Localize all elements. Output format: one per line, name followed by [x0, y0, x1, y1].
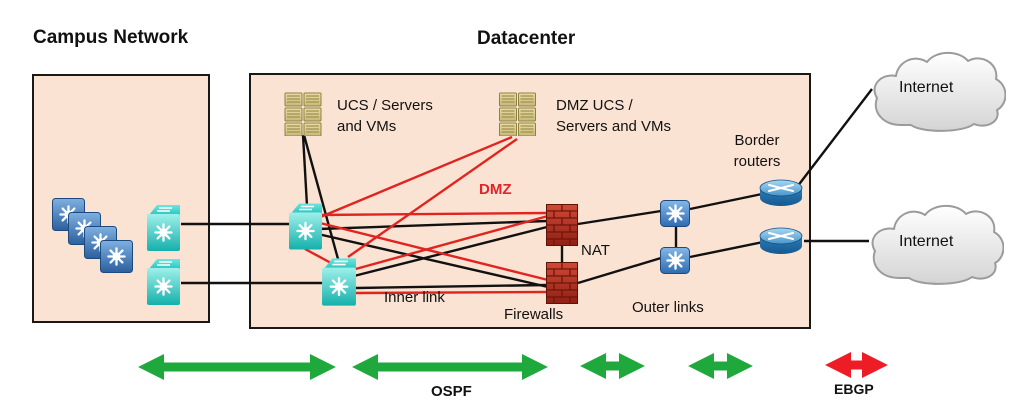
- inner-switch-icon-1: [288, 201, 323, 251]
- link-ucs-inner-sw1: [301, 134, 309, 207]
- firewall-icon-1: [546, 204, 578, 246]
- link-inner-sw2-firewall1: [353, 225, 548, 278]
- dmz-label: DMZ: [479, 181, 512, 198]
- link-firewall2-outer-sw2: [577, 256, 662, 285]
- dmz-servers-icon: [497, 92, 538, 137]
- border-routers-label-line1: Border: [734, 132, 780, 149]
- firewall-icon-2: [546, 262, 578, 304]
- outer-switch-icon-1: [660, 200, 690, 227]
- dmz-link-inner-sw1-firewall2: [315, 220, 549, 282]
- internet-top-label: Internet: [899, 79, 954, 96]
- dmz-link-inner-sw1-firewall1: [315, 211, 548, 217]
- link-firewall1-outer-sw1: [577, 209, 662, 226]
- nat-label: NAT: [581, 242, 610, 259]
- outer-links-label: Outer links: [632, 299, 704, 316]
- border-routers-label: Border routers: [722, 130, 792, 172]
- dmz-link-inner-sw2-firewall2: [355, 290, 549, 295]
- ebgp-label: EBGP: [834, 381, 874, 397]
- internet-cloud-bottom: [864, 200, 1005, 290]
- internet-cloud-top: [866, 47, 1007, 137]
- campus-core-switch-icon-2: [146, 257, 181, 306]
- link-inner-sw2-firewall2: [355, 283, 548, 290]
- internet-bottom-label: Internet: [899, 233, 954, 250]
- border-router-icon-1: [758, 178, 804, 208]
- dmz-link-inner-sw2-firewall1: [351, 214, 549, 272]
- firewalls-label: Firewalls: [504, 306, 564, 323]
- dmz-servers-label-line2: Servers and VMs: [556, 118, 672, 135]
- link-inner-sw1-firewall2: [317, 232, 549, 289]
- ucs-servers-icon: [284, 92, 322, 137]
- outer-switch-icon-2: [660, 247, 690, 274]
- inner-switch-icon-2: [321, 255, 357, 308]
- link-outer-sw1-border-router1: [689, 192, 763, 211]
- border-routers-label-line2: routers: [733, 153, 781, 170]
- ucs-servers-label-line2: and VMs: [337, 118, 397, 135]
- dmz-inner-link-sw1-sw2: [304, 247, 332, 265]
- dmz-servers-label: DMZ UCS / Servers and VMs: [556, 95, 671, 137]
- link-border-router1-internet-top: [796, 88, 873, 188]
- link-inner-sw1-firewall1: [317, 219, 548, 231]
- border-router-icon-2: [758, 226, 804, 256]
- link-outer-sw2-border-router2: [689, 240, 764, 259]
- campus-core-switch-icon-1: [146, 203, 181, 252]
- datacenter-title: Datacenter: [477, 28, 576, 49]
- ospf-label: OSPF: [431, 383, 472, 400]
- campus-network-title: Campus Network: [33, 27, 189, 48]
- ucs-servers-label-line1: UCS / Servers: [337, 97, 433, 114]
- campus-access-switch-icon-4: [100, 240, 133, 273]
- inner-link-label: Inner link: [384, 289, 445, 306]
- ucs-servers-label: UCS / Servers and VMs: [337, 95, 433, 137]
- dmz-link-inner-sw2-dmz-servers: [347, 138, 518, 258]
- dmz-link-inner-sw1-dmz-servers: [317, 135, 513, 220]
- dmz-servers-label-line1: DMZ UCS /: [556, 97, 633, 114]
